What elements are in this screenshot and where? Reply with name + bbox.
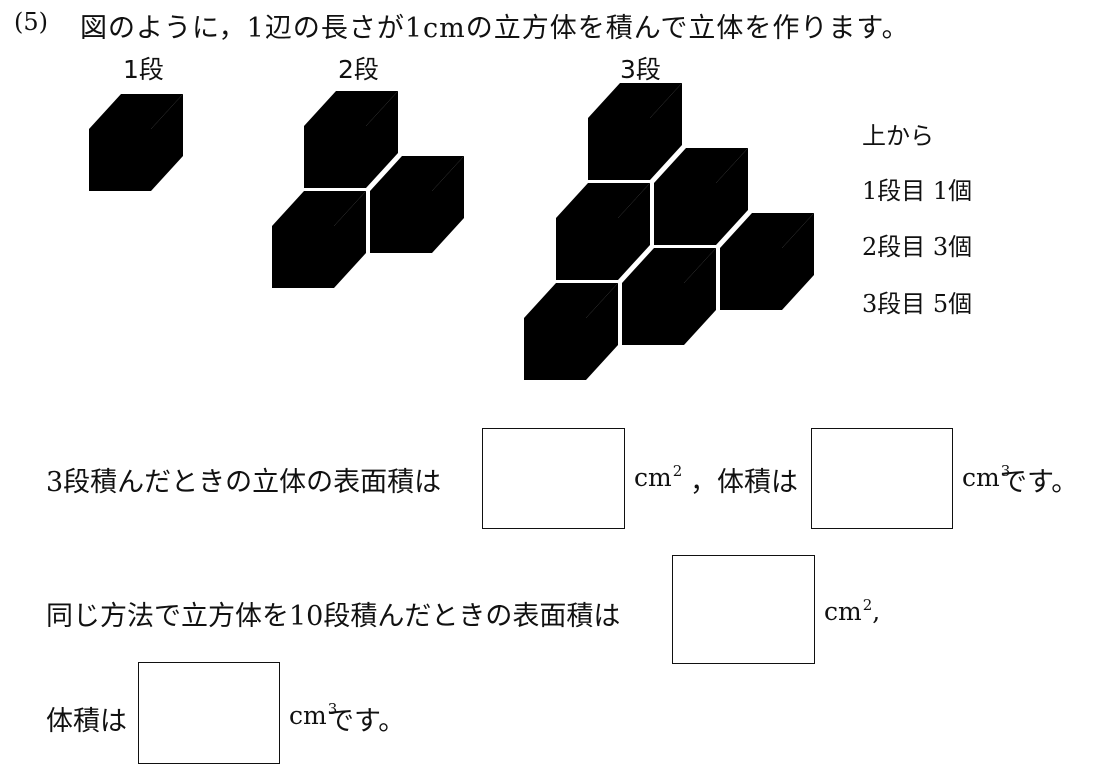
prompt-volume-10: 体積は [46,706,127,737]
prompt-surface-area-10: 同じ方法で立方体を10段積んだときの表面積は [46,601,621,632]
prompt-volume-sep: ，体積は [690,467,798,498]
legend-from-top: 上から [862,122,934,150]
stack-1 [89,94,183,191]
legend-tier-3: 3段目 5個 [862,290,973,318]
suffix-desu-1: です。 [1000,467,1079,498]
stack-3 [524,83,814,380]
answer-box-volume-3[interactable] [811,428,953,529]
answer-box-surface-area-3[interactable] [482,428,625,529]
suffix-desu-2: です。 [327,706,406,737]
answer-box-volume-10[interactable] [138,662,280,764]
prompt-surface-area-3: 3段積んだときの立体の表面積は [46,467,442,498]
stack-2 [272,91,464,288]
unit-cm3-1: cm3 [962,462,1011,492]
legend-tier-2: 2段目 3個 [862,233,973,261]
legend-tier-1: 1段目 1個 [862,177,973,205]
stage-label-2: 2段 [338,55,379,84]
answer-box-surface-area-10[interactable] [672,555,815,664]
unit-cm3-2: cm3 [289,700,338,730]
stage-label-1: 1段 [123,55,164,84]
stage-label-3: 3段 [620,55,661,84]
unit-cm2-2: cm2, [824,596,881,626]
question-text: 図のように，1辺の長さが1cmの立方体を積んで立体を作ります。 [80,13,910,44]
unit-cm2-1: cm2 [634,462,683,492]
question-number: (5) [14,8,48,36]
